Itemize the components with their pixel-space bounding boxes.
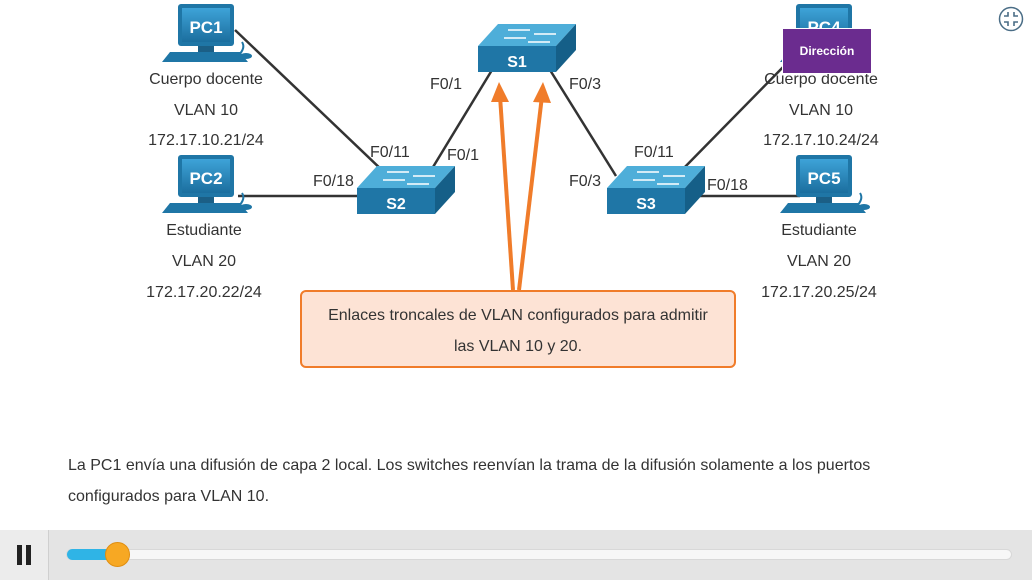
pc1-role: Cuerpo docente	[149, 71, 263, 88]
pc5-role: Estudiante	[781, 222, 857, 239]
pc2-ip: 172.17.20.22/24	[146, 284, 262, 301]
arrowhead-right	[533, 82, 551, 103]
link-pc1-s2	[234, 29, 385, 173]
pc5-icon[interactable]: PC5	[780, 155, 870, 213]
caption-line-1: La PC1 envía una difusión de capa 2 loca…	[68, 457, 871, 474]
progress-fill	[67, 549, 118, 560]
pc5-tag: PC5	[807, 169, 840, 188]
pause-button[interactable]	[0, 530, 49, 580]
pc1-tag: PC1	[189, 18, 222, 37]
port-s1-f03: F0/3	[569, 76, 602, 93]
port-s3-f03: F0/3	[569, 173, 602, 190]
callout-line-2: las VLAN 10 y 20.	[453, 338, 583, 355]
media-player-bar	[0, 530, 1032, 580]
pc1-icon[interactable]: PC1	[162, 4, 252, 62]
pc1-vlan: VLAN 10	[173, 102, 239, 119]
port-s3-f018: F0/18	[707, 177, 748, 194]
links	[234, 29, 800, 198]
port-s1-f01: F0/1	[430, 76, 463, 93]
pc2-tag: PC2	[189, 169, 222, 188]
trunk-arrows	[491, 82, 551, 291]
arrowhead-left	[491, 82, 509, 102]
link-s3-pc4	[679, 59, 791, 173]
caption-line-2: configurados para VLAN 10.	[68, 488, 270, 505]
callout-line-1: Enlaces troncales de VLAN configurados p…	[328, 307, 708, 324]
switch-s1-icon[interactable]: S1	[478, 24, 576, 72]
s1-tag: S1	[507, 54, 527, 71]
network-diagram: PC1 PC2 PC4 PC5	[162, 4, 870, 291]
direccion-label: Dirección	[782, 28, 872, 74]
s2-tag: S2	[386, 196, 406, 213]
s3-tag: S3	[636, 196, 656, 213]
pc2-vlan: VLAN 20	[171, 253, 237, 270]
port-s2-f01: F0/1	[447, 147, 480, 164]
trunk-arrow-right	[517, 95, 544, 291]
port-s2-f011: F0/11	[370, 144, 410, 161]
pc1-ip: 172.17.10.21/24	[148, 132, 264, 149]
pause-icon	[17, 545, 22, 565]
pc2-role: Estudiante	[166, 222, 242, 239]
progress-knob[interactable]	[105, 542, 131, 567]
link-s1-s3	[548, 69, 618, 177]
animation-caption: La PC1 envía una difusión de capa 2 loca…	[68, 450, 988, 512]
pc4-vlan: VLAN 10	[788, 102, 854, 119]
pc2-icon[interactable]: PC2	[162, 155, 252, 213]
pc4-role: Cuerpo docente	[764, 71, 878, 88]
switch-s2-icon[interactable]: S2	[357, 166, 455, 214]
link-s2-s1	[428, 69, 494, 173]
trunk-callout: Enlaces troncales de VLAN configurados p…	[300, 290, 736, 368]
pause-icon-bar	[26, 545, 31, 565]
pc5-vlan: VLAN 20	[786, 253, 852, 270]
trunk-arrow-left	[498, 95, 515, 291]
port-s2-f018: F0/18	[313, 173, 354, 190]
collapse-icon[interactable]	[998, 6, 1024, 32]
progress-track[interactable]	[66, 542, 1012, 567]
port-s3-f011: F0/11	[634, 144, 674, 161]
switch-s3-icon[interactable]: S3	[607, 166, 705, 214]
pc4-ip: 172.17.10.24/24	[763, 132, 879, 149]
pc5-ip: 172.17.20.25/24	[761, 284, 877, 301]
